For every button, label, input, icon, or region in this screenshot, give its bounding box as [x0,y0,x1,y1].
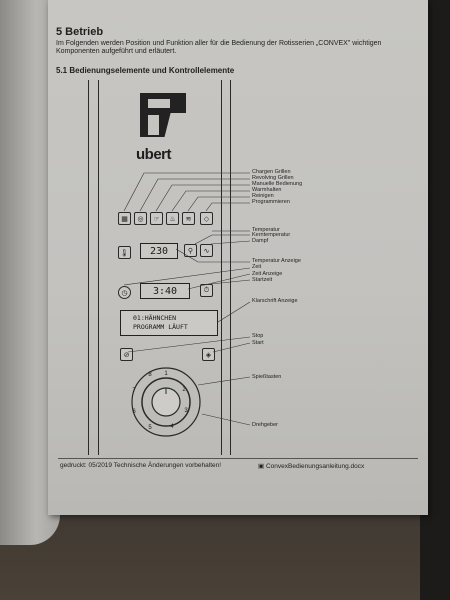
chargen-grillen-key[interactable]: ▦ [118,212,131,225]
spiess-key-4[interactable]: 4 [170,424,174,430]
text-display-line2: PROGRAMM LÄUFT [133,323,188,331]
program-icon: ◇ [203,215,210,223]
footer-filename: ▣ ConvexBedienungsanleitung.docx [258,463,365,470]
revolving-icon: ◎ [137,215,144,223]
clean-icon: ≋ [185,215,192,223]
spiess-key-1[interactable]: 1 [164,371,168,377]
label-warmhalten: Warmhalten [252,187,282,193]
label-klarschrift-anzeige: Klarschrift Anzeige [252,298,298,304]
reinigen-key[interactable]: ≋ [182,212,195,225]
footer-rule [58,458,418,459]
label-temperatur-anzeige: Temperatur Anzeige [252,258,301,264]
label-startzeit: Startzeit [252,277,273,283]
panel-rail-right-inner [221,80,222,455]
spiess-key-2[interactable]: 2 [182,387,186,393]
spiess-key-6[interactable]: 6 [132,409,136,415]
start-time-icon: ⏱ [203,286,210,294]
manuelle-bedienung-key[interactable]: ☞ [150,212,163,225]
thermometer-icon: 🌡 [120,249,129,257]
footer-filename-text: ConvexBedienungsanleitung.docx [265,463,365,470]
temperatur-key[interactable]: 🌡 [118,246,131,259]
label-chargen-grillen: Chargen Grillen [252,169,291,175]
spiess-key-8[interactable]: 8 [148,372,152,378]
label-drehgeber: Drehgeber [252,422,278,428]
label-zeit: Zeit [252,264,262,270]
grill-icon: ▦ [121,215,128,223]
section-heading: 5 Betrieb [56,26,104,38]
manual-page: 5 Betrieb Im Folgenden werden Position u… [48,0,428,515]
stop-key[interactable]: ⊘ [120,348,133,361]
text-display: 01:HÄHNCHEN PROGRAMM LÄUFT [120,310,218,336]
panel-rail-left-outer [88,80,89,455]
programmieren-key[interactable]: ◇ [200,212,213,225]
stop-icon: ⊘ [123,351,130,359]
label-manuelle-bedienung: Manuelle Bedienung [252,181,303,187]
warmhalten-key[interactable]: ♨ [166,212,179,225]
zeit-key[interactable]: ◷ [118,286,131,299]
hand-icon: ☞ [153,215,160,223]
steam-icon: ∿ [203,247,210,255]
start-icon: ◈ [205,351,212,359]
label-reinigen: Reinigen [252,193,274,199]
spiess-key-3[interactable]: 3 [184,408,188,414]
intro-text: Im Folgenden werden Position und Funktio… [56,40,382,55]
core-probe-icon: ⚲ [187,247,194,255]
callout-lines [123,172,251,426]
label-spiesstasten: Spießtasten [252,374,282,380]
brand-logo-mark [140,93,186,139]
time-display: 3:40 [140,283,190,299]
label-stop: Stop [252,333,264,339]
text-display-line1: 01:HÄHNCHEN [133,314,177,322]
footer-print-note: gedruckt: 05/2019 Technische Änderungen … [60,462,222,469]
subsection-heading: 5.1 Bedienungselemente und Kontrolleleme… [56,66,235,75]
panel-rail-right-outer [230,80,231,455]
start-key[interactable]: ◈ [202,348,215,361]
rotary-dial[interactable] [128,364,204,440]
dampf-key[interactable]: ∿ [200,244,213,257]
panel-rail-left-inner [98,80,99,455]
spiess-key-5[interactable]: 5 [148,425,152,431]
label-start: Start [252,340,264,346]
brand-name: ubert [136,146,172,163]
temperature-display: 230 [140,243,178,259]
label-temperatur: Temperatur [252,227,280,233]
revolving-grillen-key[interactable]: ◎ [134,212,147,225]
label-dampf: Dampf [252,238,269,244]
label-programmieren: Programmieren [252,199,290,205]
label-revolving-grillen: Revolving Grillen [252,175,294,181]
clock-icon: ◷ [121,289,128,297]
warm-icon: ♨ [169,215,176,223]
label-kerntemperatur: Kerntemperatur [252,232,291,238]
spiess-key-7[interactable]: 7 [132,388,136,394]
label-zeit-anzeige: Zeit Anzeige [252,271,283,277]
kerntemperatur-key[interactable]: ⚲ [184,244,197,257]
